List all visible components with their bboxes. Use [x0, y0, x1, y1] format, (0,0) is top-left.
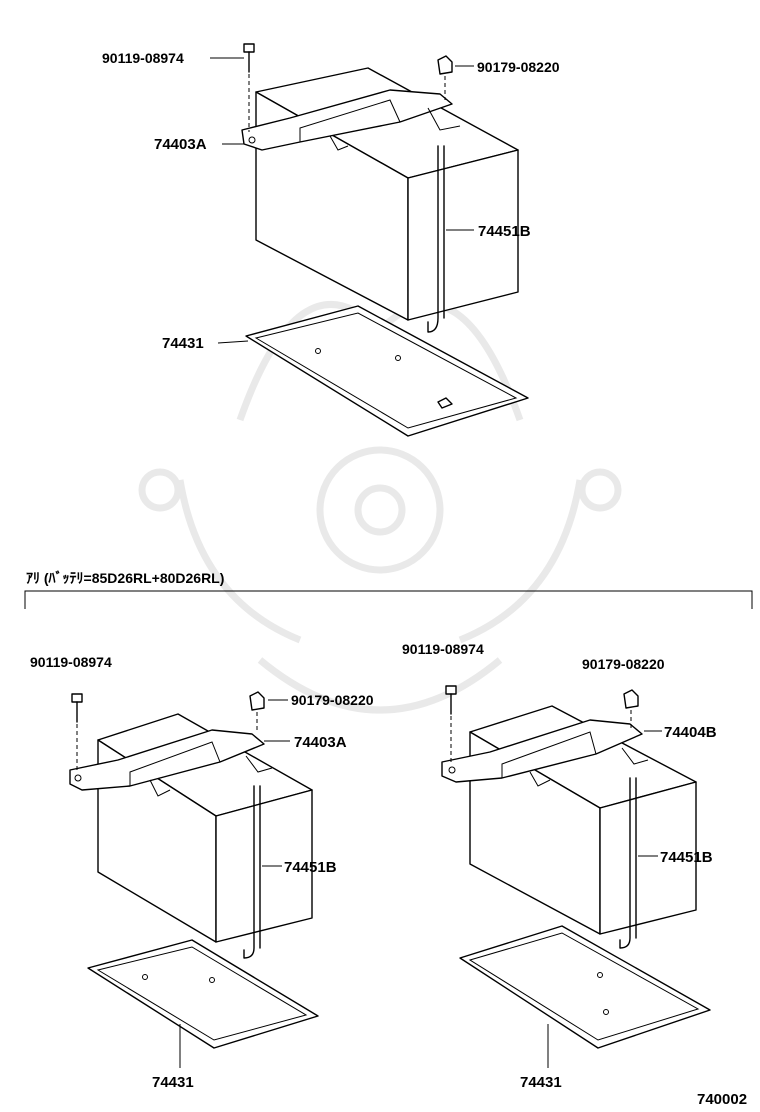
right-bolt [445, 685, 457, 764]
left-bolt-label: 90119-08974 [30, 654, 112, 670]
top-battery-clamp [241, 89, 461, 151]
group-bracket [24, 590, 753, 609]
top-hold-rod [427, 145, 445, 333]
right-battery-tray [459, 925, 711, 1049]
figure-number: 740002 [697, 1091, 747, 1108]
top-bolt [243, 43, 255, 132]
group-header: ｱﾘ (ﾊﾞｯﾃﾘ=85D26RL+80D26RL) [24, 570, 753, 609]
right-assembly: 90119-08974 90179-08220 74404B 74451B 74… [402, 641, 717, 1091]
top-nut [437, 55, 453, 100]
right-nut [623, 689, 639, 728]
left-rod-label: 74451B [284, 859, 337, 876]
left-nut [249, 691, 265, 732]
left-clamp-label: 74403A [294, 734, 347, 751]
group-header-label: ｱﾘ (ﾊﾞｯﾃﾘ=85D26RL+80D26RL) [26, 570, 224, 586]
left-hold-rod [243, 785, 261, 959]
right-hold-rod [619, 777, 637, 949]
left-assembly: 90119-08974 90179-08220 74403A 74451B 74… [30, 654, 374, 1091]
top-bolt-label: 90119-08974 [102, 50, 184, 66]
top-battery-tray [245, 305, 529, 437]
left-bolt [71, 693, 83, 772]
left-tray-label: 74431 [152, 1074, 194, 1091]
right-rod-label: 74451B [660, 849, 713, 866]
top-assembly: 90119-08974 90179-08220 74403A 74451B 74… [102, 43, 560, 437]
top-tray-leader [217, 340, 249, 344]
left-nut-label: 90179-08220 [291, 692, 374, 708]
right-bolt-label: 90119-08974 [402, 641, 484, 657]
left-battery-tray [87, 939, 319, 1049]
top-clamp-label: 74403A [154, 136, 207, 153]
right-tray-label: 74431 [520, 1074, 562, 1091]
top-tray-label: 74431 [162, 335, 204, 352]
right-battery-clamp [441, 719, 649, 787]
top-rod-label: 74451B [478, 223, 531, 240]
top-nut-label: 90179-08220 [477, 59, 560, 75]
right-clamp-label: 74404B [664, 724, 717, 741]
left-battery-clamp [69, 729, 273, 797]
right-nut-label: 90179-08220 [582, 656, 665, 672]
